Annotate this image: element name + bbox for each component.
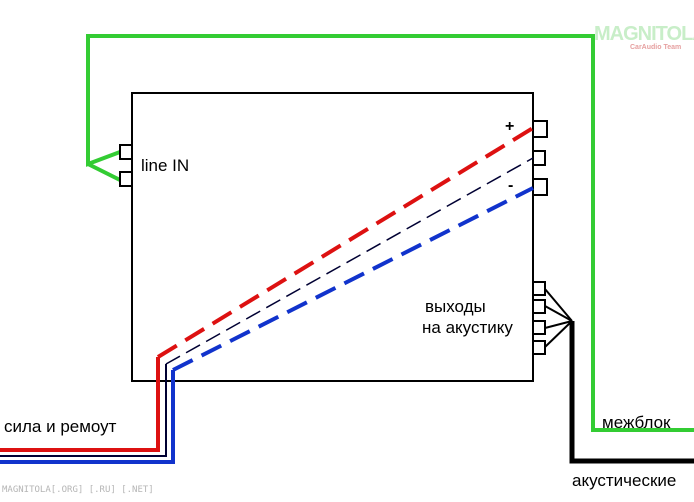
line-in-label: line IN	[141, 156, 189, 175]
logo-subtitle: CarAudio Team	[630, 44, 681, 51]
speaker-wire-2	[544, 305, 573, 322]
line-in-connector-2	[119, 171, 133, 187]
outputs-label-line2: на акустику	[422, 318, 513, 337]
power-positive-dashed	[156, 126, 535, 359]
interconnect-wire-split	[87, 162, 121, 182]
power-terminal-minus	[532, 178, 548, 196]
line-in-connector-1	[119, 144, 133, 160]
logo-watermark: MAGNITOLA CarAudio Team	[594, 23, 694, 51]
speaker-terminal-4	[532, 340, 546, 355]
power-remote-label: сила и ремоут	[4, 417, 117, 436]
power-positive-wire	[0, 357, 160, 452]
speaker-wire-3	[544, 320, 573, 329]
remote-dashed	[165, 157, 534, 365]
speaker-terminal-2	[532, 299, 546, 314]
plus-sign: +	[505, 118, 514, 135]
speaker-wires	[544, 288, 694, 464]
remote-wire	[0, 364, 167, 457]
outputs-label-line1: выходы	[425, 297, 486, 316]
power-cables	[0, 126, 535, 464]
remote-terminal	[532, 150, 546, 166]
site-watermark: MAGNITOLA[.ORG] [.RU] [.NET]	[2, 485, 154, 495]
speaker-cables-label: акустические	[572, 471, 676, 490]
speaker-terminal-1	[532, 281, 546, 296]
minus-sign: -	[508, 177, 513, 194]
logo-text: MAGNITOLA	[594, 23, 694, 45]
speaker-cable-bundle	[569, 321, 694, 464]
ground-wire	[0, 370, 175, 464]
power-terminal-plus	[532, 120, 548, 138]
speaker-wire-1	[544, 288, 573, 322]
speaker-terminal-3	[532, 320, 546, 335]
amplifier-box	[131, 92, 534, 382]
interconnect-cable	[86, 34, 694, 432]
interconnect-label: межблок	[602, 413, 671, 432]
ground-dashed	[172, 186, 534, 372]
interconnect-wire-outer	[86, 34, 694, 432]
speaker-wire-4	[544, 320, 573, 348]
